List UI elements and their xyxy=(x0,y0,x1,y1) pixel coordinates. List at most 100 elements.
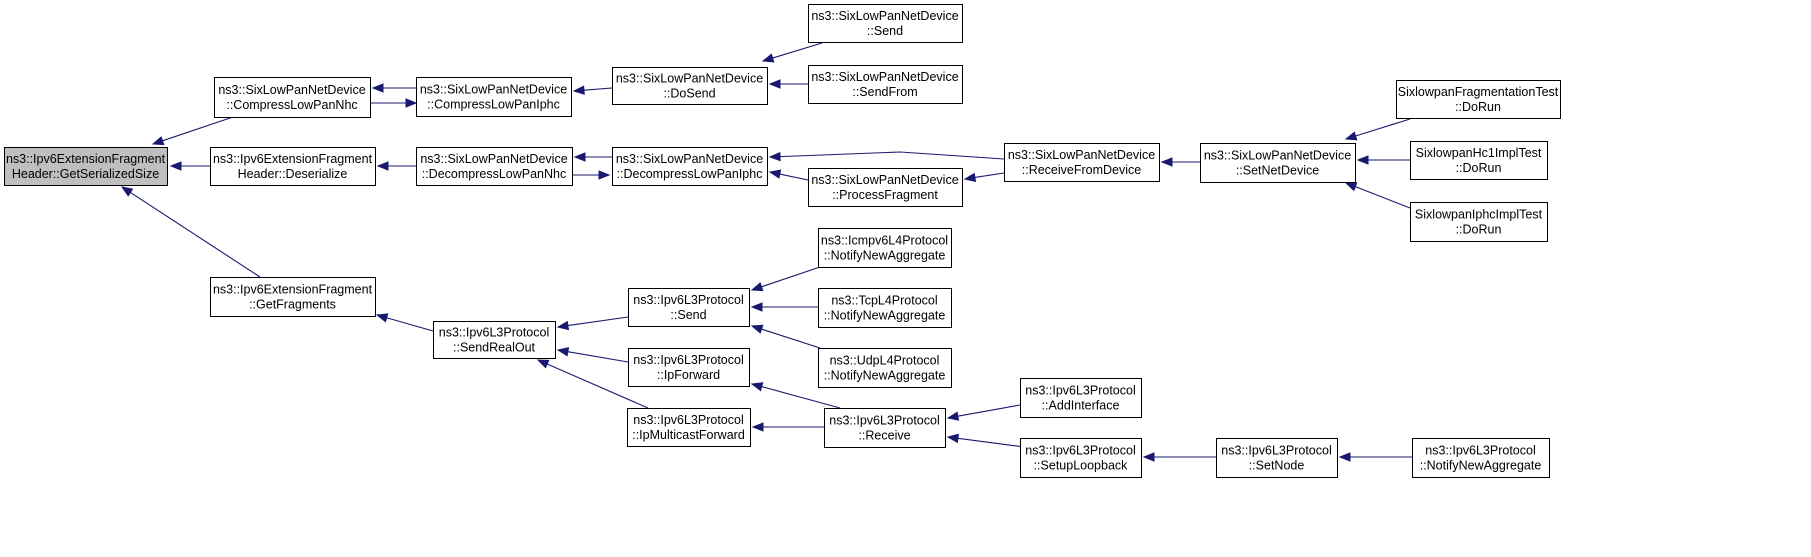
arrowhead-icon xyxy=(750,282,764,292)
node-l3Send[interactable]: ns3::Ipv6L3Protocol::Send xyxy=(628,288,750,327)
node-compressNhc[interactable]: ns3::SixLowPanNetDevice::CompressLowPanN… xyxy=(214,77,371,118)
node-slpSendFrom[interactable]: ns3::SixLowPanNetDevice::SendFrom xyxy=(808,65,963,104)
node-box xyxy=(1216,438,1338,478)
arrowhead-icon xyxy=(946,411,960,421)
node-label-line: ns3::UdpL4Protocol xyxy=(830,354,940,368)
node-box xyxy=(1200,143,1356,183)
edge-ipForward-to-sendRealOut xyxy=(556,347,629,363)
node-doSend[interactable]: ns3::SixLowPanNetDevice::DoSend xyxy=(612,67,768,105)
node-label-line: ns3::Ipv6L3Protocol xyxy=(1425,444,1536,458)
node-label-line: ::NotifyNewAggregate xyxy=(1420,459,1542,473)
arrowhead-icon xyxy=(768,169,782,179)
node-box xyxy=(4,147,168,186)
edge-line xyxy=(957,404,1021,417)
arrowhead-icon xyxy=(120,186,134,197)
node-setNode[interactable]: ns3::Ipv6L3Protocol::SetNode xyxy=(1216,438,1338,478)
node-receive[interactable]: ns3::Ipv6L3Protocol::Receive xyxy=(824,408,946,448)
node-box xyxy=(1004,143,1160,182)
edge-receive-to-ipForward xyxy=(750,382,841,409)
node-box xyxy=(1410,141,1548,180)
node-sendRealOut[interactable]: ns3::Ipv6L3Protocol::SendRealOut xyxy=(433,321,556,359)
node-ipMulticast[interactable]: ns3::Ipv6L3Protocol::IpMulticastForward xyxy=(627,408,751,447)
node-setupLoopback[interactable]: ns3::Ipv6L3Protocol::SetupLoopback xyxy=(1020,438,1142,478)
node-label-line: ::DoRun xyxy=(1456,161,1502,175)
node-label-line: ns3::Ipv6L3Protocol xyxy=(1025,444,1136,458)
edge-tcpAgg-to-l3Send xyxy=(750,302,818,312)
node-label-line: ns3::SixLowPanNetDevice xyxy=(218,83,365,97)
node-label-line: ::SetNode xyxy=(1249,459,1305,473)
node-fragTest[interactable]: SixlowpanFragmentationTest::DoRun xyxy=(1396,80,1561,119)
edge-doSend-to-compressIphc xyxy=(572,85,613,95)
edge-compressNhc-to-compressIphc xyxy=(370,98,418,108)
node-label-line: ::SendFrom xyxy=(852,85,917,99)
node-label-line: ns3::SixLowPanNetDevice xyxy=(1204,149,1351,163)
node-udpAgg[interactable]: ns3::UdpL4Protocol::NotifyNewAggregate xyxy=(818,348,952,388)
node-box xyxy=(818,348,952,388)
node-compressIphc[interactable]: ns3::SixLowPanNetDevice::CompressLowPanI… xyxy=(416,77,572,117)
node-box xyxy=(416,147,573,186)
node-label-line: ::IpMulticastForward xyxy=(632,428,745,442)
node-decompressIphc[interactable]: ns3::SixLowPanNetDevice::DecompressLowPa… xyxy=(612,147,768,186)
node-label-line: ::AddInterface xyxy=(1042,399,1120,413)
arrowhead-icon xyxy=(1344,131,1358,141)
edge-receive-to-ipMulticast xyxy=(751,422,824,432)
arrowhead-icon xyxy=(598,170,611,180)
node-addInterface[interactable]: ns3::Ipv6L3Protocol::AddInterface xyxy=(1020,378,1142,418)
node-root[interactable]: ns3::Ipv6ExtensionFragmentHeader::GetSer… xyxy=(4,147,168,186)
edge-line xyxy=(130,192,261,278)
node-label-line: SixlowpanIphcImplTest xyxy=(1415,208,1543,222)
edge-l3Agg-to-setNode xyxy=(1338,452,1412,462)
arrowhead-icon xyxy=(768,151,781,162)
node-slpSend[interactable]: ns3::SixLowPanNetDevice::Send xyxy=(808,4,963,43)
node-deserialize[interactable]: ns3::Ipv6ExtensionFragmentHeader::Deseri… xyxy=(210,147,376,186)
node-box xyxy=(1396,80,1561,119)
node-label-line: ns3::Ipv6L3Protocol xyxy=(633,293,744,307)
edges-layer xyxy=(120,42,1412,462)
edge-line xyxy=(779,173,809,181)
edge-fragTest-to-setNetDevice xyxy=(1344,118,1411,141)
arrowhead-icon xyxy=(1160,157,1173,167)
node-label-line: ::SetupLoopback xyxy=(1034,459,1129,473)
arrowhead-icon xyxy=(151,136,165,146)
node-label-line: Header::GetSerializedSize xyxy=(12,167,159,181)
node-box xyxy=(1412,438,1550,478)
node-setNetDevice[interactable]: ns3::SixLowPanNetDevice::SetNetDevice xyxy=(1200,143,1356,183)
node-getFragments[interactable]: ns3::Ipv6ExtensionFragment::GetFragments xyxy=(210,277,376,317)
arrowhead-icon xyxy=(761,53,775,63)
node-box xyxy=(416,77,572,117)
node-label-line: ns3::SixLowPanNetDevice xyxy=(420,83,567,97)
arrowhead-icon xyxy=(169,161,182,171)
node-decompressNhc[interactable]: ns3::SixLowPanNetDevice::DecompressLowPa… xyxy=(416,147,573,186)
node-box xyxy=(627,408,751,447)
node-label-line: ::SendRealOut xyxy=(453,341,536,355)
node-box xyxy=(612,147,768,186)
edge-setNode-to-setupLoopback xyxy=(1142,452,1216,462)
node-processFragment[interactable]: ns3::SixLowPanNetDevice::ProcessFragment xyxy=(808,168,963,207)
edge-deserialize-to-root xyxy=(169,161,210,171)
node-ipForward[interactable]: ns3::Ipv6L3Protocol::IpForward xyxy=(628,348,750,387)
node-label-line: Header::Deserialize xyxy=(238,167,348,181)
nodes-layer: ns3::Ipv6ExtensionFragmentHeader::GetSer… xyxy=(4,4,1561,478)
node-receiveFromDevice[interactable]: ns3::SixLowPanNetDevice::ReceiveFromDevi… xyxy=(1004,143,1160,182)
edge-l3Send-to-sendRealOut xyxy=(556,316,629,331)
edge-line xyxy=(1355,186,1411,209)
edge-decompressNhc-to-deserialize xyxy=(376,161,416,171)
edge-ipMulticast-to-sendRealOut xyxy=(536,359,649,409)
node-icmpAgg[interactable]: ns3::Icmpv6L4Protocol::NotifyNewAggregat… xyxy=(818,228,952,268)
edge-setupLoopback-to-receive xyxy=(946,433,1025,448)
node-hc1Test[interactable]: SixlowpanHc1ImplTest::DoRun xyxy=(1410,141,1548,180)
node-label-line: ::Receive xyxy=(858,429,910,443)
node-iphcTest[interactable]: SixlowpanIphcImplTest::DoRun xyxy=(1410,202,1548,242)
arrowhead-icon xyxy=(375,313,389,323)
node-l3Agg[interactable]: ns3::Ipv6L3Protocol::NotifyNewAggregate xyxy=(1412,438,1550,478)
arrowhead-icon xyxy=(572,85,585,95)
edge-line xyxy=(386,317,434,332)
edge-slpSend-to-doSend xyxy=(761,42,823,63)
edge-slpSendFrom-to-doSend xyxy=(768,79,808,89)
node-tcpAgg[interactable]: ns3::TcpL4Protocol::NotifyNewAggregate xyxy=(818,288,952,328)
arrowhead-icon xyxy=(1356,155,1369,165)
node-label-line: ::DoRun xyxy=(1456,223,1502,237)
node-label-line: ::DecompressLowPanNhc xyxy=(422,167,567,181)
node-label-line: ::Send xyxy=(867,24,903,38)
arrowhead-icon xyxy=(768,79,781,89)
